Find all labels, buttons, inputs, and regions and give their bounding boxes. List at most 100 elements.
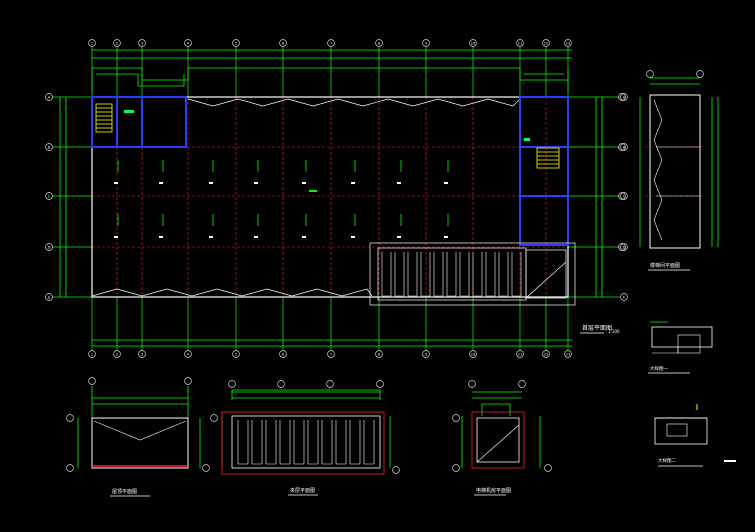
column-label-top: 11 [516,39,524,47]
side-plan-labels [618,70,704,251]
column-label-top: 10 [469,39,477,47]
row-label-left-text: C [48,194,51,198]
row-label-right-text: E [623,295,626,299]
main-plan-scale: 1:100 [608,329,620,334]
row-label-right-text: C [623,194,626,198]
parking-bays [381,252,522,297]
column-label-top: 7 [327,39,335,47]
bottom-plan-2-labels [210,380,400,474]
bottom-plan-1: 屋顶平面图 [66,377,210,497]
row-label-left: C [45,192,53,200]
bp2-row-label [210,414,218,422]
column-label-bottom-text: 12 [544,352,549,356]
column-label-top: 8 [375,39,383,47]
column-label-bottom-text: 10 [471,352,476,356]
parking-block [369,242,576,306]
column-label-top-text: 6 [282,41,285,45]
plan-markers [114,110,530,238]
column-axis-lines [52,47,620,350]
row-labels-right: A B C D E [620,93,628,301]
main-plan-title: 首层平面图 [582,324,612,332]
column-label-top-text: 11 [518,41,523,45]
column-label-bottom-text: 5 [235,352,237,356]
column-label-bottom: 2 [113,350,121,358]
column-label-top-text: 12 [544,41,549,45]
side-plan-title: 楼梯间平面图 [650,262,680,269]
side-row-label [618,143,626,151]
bottom-plan-2: 夹层平面图 [210,380,400,496]
bp2-col-label [277,380,285,388]
column-label-top-text: 3 [141,41,143,45]
column-label-top-text: 10 [471,41,476,45]
stair-right [536,147,560,169]
column-label-bottom: 8 [375,350,383,358]
column-label-top: 1 [88,39,96,47]
bottom-plan-1-title: 屋顶平面图 [112,489,137,495]
column-label-bottom: 5 [232,350,240,358]
building-outline [91,96,569,298]
detail-a: 大样图一 [648,321,713,374]
row-label-left-text: D [48,245,51,249]
column-label-top: 12 [542,39,550,47]
detail-b-title: 大样图二 [658,457,676,464]
row-label-right: B [620,143,628,151]
bottom-plan-3: 电梯机房平面图 [452,380,552,496]
facade-zigzag-top [187,98,521,107]
column-label-bottom: 12 [542,350,550,358]
row-label-right-text: A [623,95,626,99]
column-label-bottom: 4 [184,350,192,358]
column-label-bottom: 3 [138,350,146,358]
column-label-bottom: 11 [516,350,524,358]
row-label-left-text: A [48,95,51,99]
detail-b: 大样图二 [654,404,736,467]
bp2-col-label [228,380,236,388]
row-label-left: D [45,243,53,251]
side-row-label [618,93,626,101]
bp2-row-label [392,466,400,474]
column-label-top: 4 [184,39,192,47]
facade-zigzag-bottom [91,288,373,297]
side-label [646,70,654,78]
column-label-bottom-text: 3 [141,352,143,356]
side-row-label [618,192,626,200]
row-label-left-text: B [48,145,51,149]
column-label-bottom: 9 [422,350,430,358]
row-label-right: C [620,192,628,200]
row-label-right-text: D [623,245,626,249]
bp3-row-label [544,464,552,472]
detail-a-title: 大样图一 [650,365,668,372]
column-label-bottom-text: 2 [116,352,118,356]
column-label-top-text: 4 [187,41,190,45]
column-label-top: 2 [113,39,121,47]
column-label-bottom-text: 11 [518,352,523,356]
structural-grid [91,96,569,298]
column-label-top-text: 2 [116,41,118,45]
row-label-left-text: E [48,295,51,299]
column-label-top-text: 8 [378,41,381,45]
side-row-label [618,243,626,251]
column-label-top: 13 [564,39,572,47]
bottom-plan-3-title: 电梯机房平面图 [476,487,511,494]
column-label-top-text: 9 [425,41,428,45]
column-label-bottom: 7 [327,350,335,358]
row-label-left: E [45,293,53,301]
bp1-col-label [184,377,192,385]
bp3-row-label [452,414,460,422]
column-label-bottom-text: 8 [378,352,381,356]
row-label-right-text: B [623,145,626,149]
stair-left [95,103,113,133]
row-label-right: D [620,243,628,251]
bottom-plan-2-title: 夹层平面图 [290,487,315,494]
column-label-bottom-text: 4 [187,352,190,356]
column-label-top: 3 [138,39,146,47]
column-label-top: 5 [232,39,240,47]
column-label-top-text: 1 [91,41,93,45]
walls [91,96,569,246]
bp1-row-label [66,464,74,472]
bp1-row-label [66,414,74,422]
bp2-col-label [376,380,384,388]
